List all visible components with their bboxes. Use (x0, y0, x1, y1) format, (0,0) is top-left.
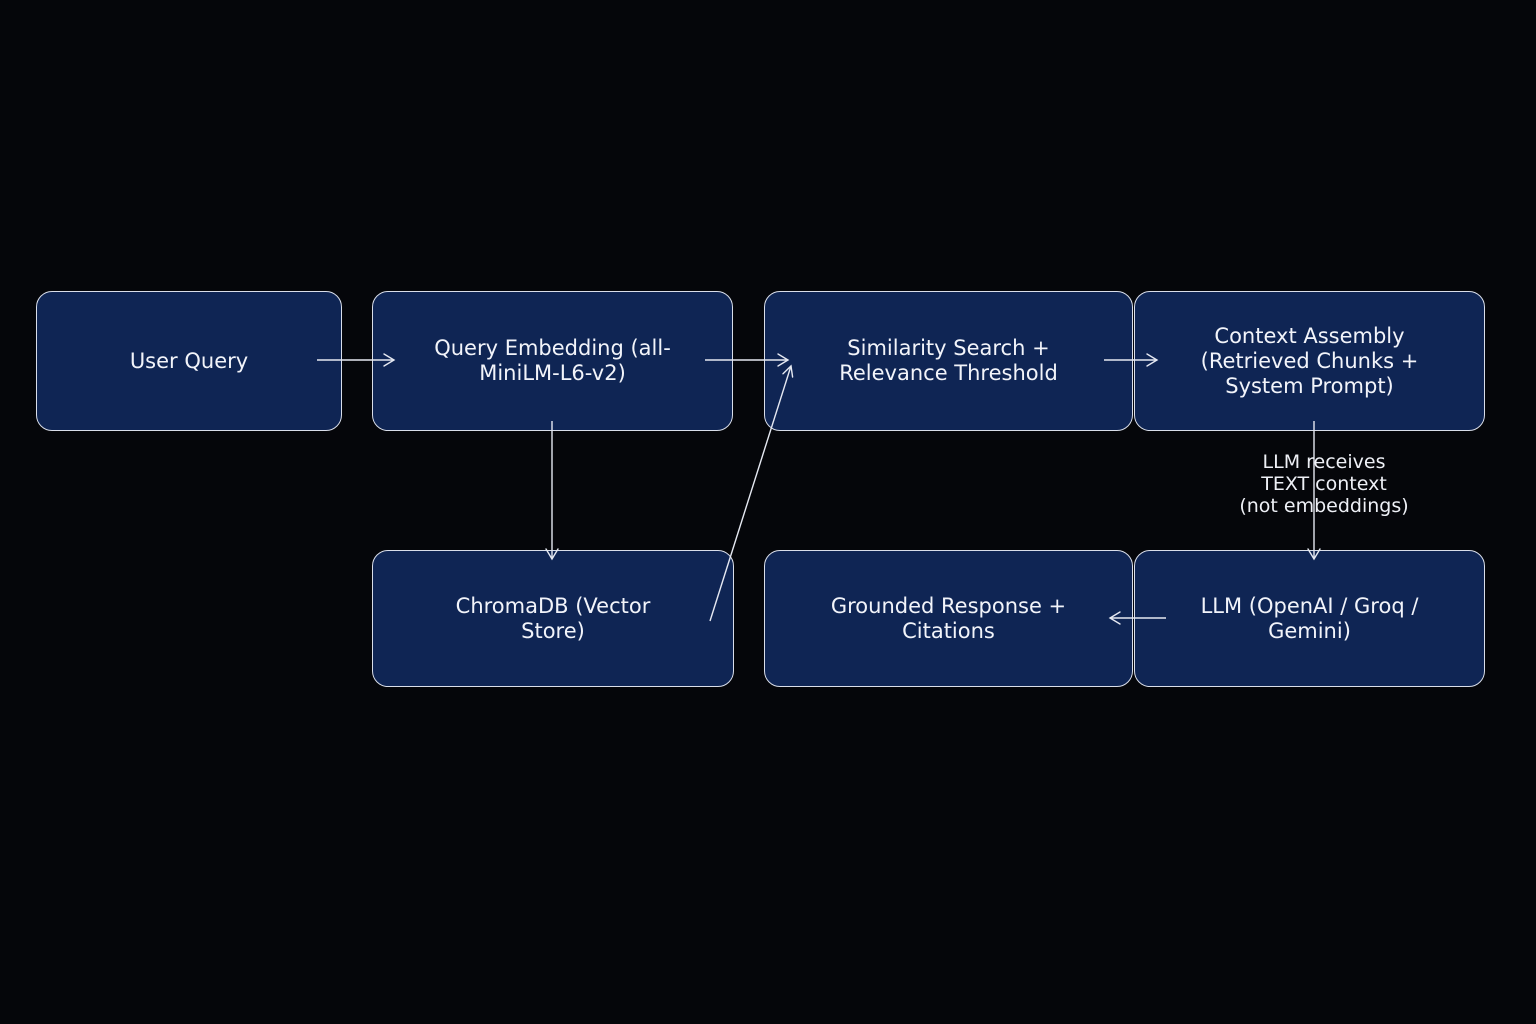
node-grounded-response-label: Grounded Response + Citations (830, 593, 1067, 643)
node-query-embedding-label: Query Embedding (all- MiniLM-L6-v2) (434, 336, 671, 385)
node-query-embedding: Query Embedding (all- MiniLM-L6-v2) (372, 291, 733, 431)
edge-label-context-to-llm: LLM receives TEXT context (not embedding… (1239, 451, 1409, 517)
node-similarity-search-label: Similarity Search + Relevance Threshold (839, 336, 1058, 385)
node-llm: LLM (OpenAI / Groq / Gemini) (1134, 550, 1485, 687)
node-chromadb-label: ChromaDB (Vector Store) (455, 593, 651, 643)
node-llm-label: LLM (OpenAI / Groq / Gemini) (1200, 593, 1419, 643)
edge-embedding-to-chromadb (545, 421, 559, 561)
node-similarity-search: Similarity Search + Relevance Threshold (764, 291, 1133, 431)
node-grounded-response: Grounded Response + Citations (764, 550, 1133, 687)
node-context-assembly-label: Context Assembly (Retrieved Chunks + Sys… (1200, 323, 1419, 398)
node-user-query: User Query (36, 291, 342, 431)
node-context-assembly: Context Assembly (Retrieved Chunks + Sys… (1134, 291, 1485, 431)
node-chromadb: ChromaDB (Vector Store) (372, 550, 734, 687)
node-user-query-label: User Query (129, 348, 249, 373)
